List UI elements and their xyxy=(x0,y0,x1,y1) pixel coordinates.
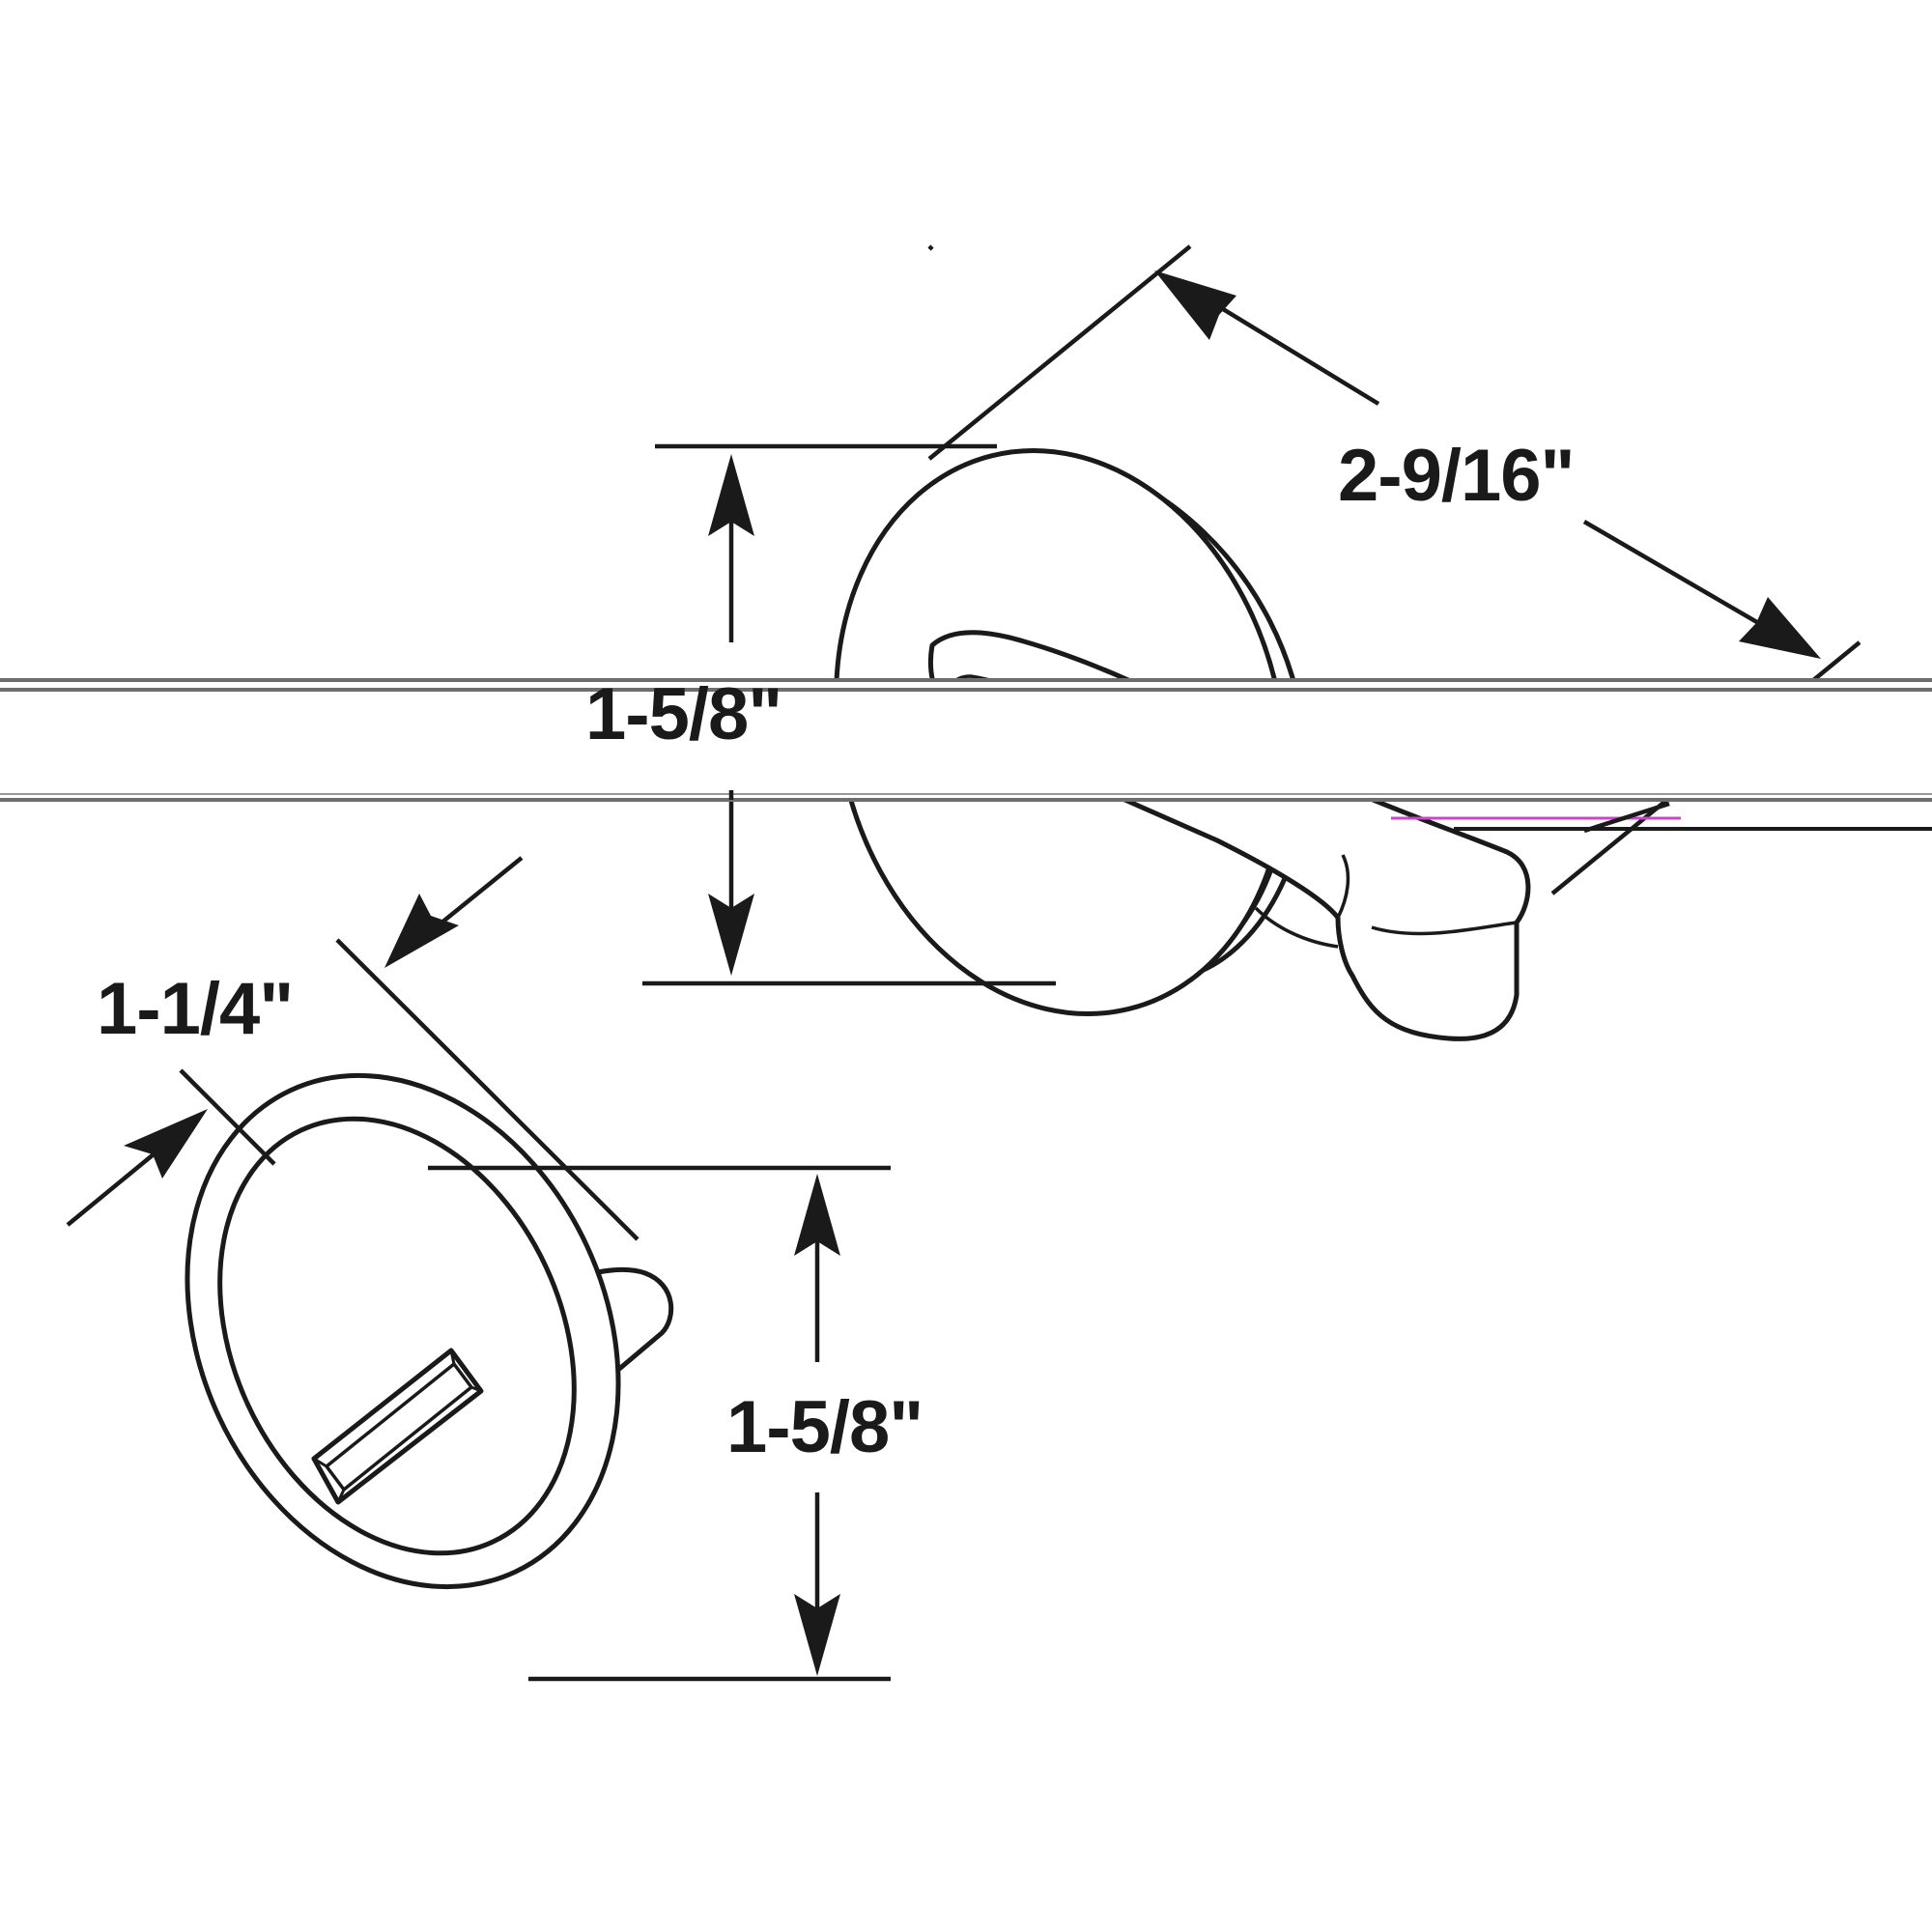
knob-face-inner xyxy=(217,1116,577,1556)
screw-slot xyxy=(311,1348,484,1505)
arrowhead-down xyxy=(794,1594,840,1676)
arrowhead-up-left xyxy=(1154,270,1236,340)
extension-line-left xyxy=(927,244,1192,461)
arrowhead-up xyxy=(708,454,754,536)
arrowhead-down xyxy=(708,894,754,976)
dimension-label-bottom-depth: 1-1/4" xyxy=(97,968,293,1050)
arrowhead-up xyxy=(794,1174,840,1256)
slotted-knob-part xyxy=(185,1072,674,1590)
dimension-bottom-depth: 1-1/4" xyxy=(66,856,639,1241)
dimension-label-top-length: 2-9/16" xyxy=(1338,435,1575,517)
dimension-bottom-height: 1-5/8" xyxy=(428,1165,923,1682)
extension-line-left xyxy=(179,1068,276,1166)
dimension-line-right xyxy=(428,856,524,934)
arrowhead-down-right xyxy=(1739,597,1821,659)
dimension-label-top-height-band: 1-5/8" xyxy=(585,673,781,755)
dimension-line-left xyxy=(66,1148,161,1227)
dimension-label-bottom-height: 1-5/8" xyxy=(726,1386,923,1468)
extension-line-right xyxy=(335,938,639,1241)
scan-artifact-band: 1-5/8" xyxy=(0,673,1932,834)
arrowhead-down-left xyxy=(384,894,459,968)
arrowhead-up-right xyxy=(124,1109,208,1179)
